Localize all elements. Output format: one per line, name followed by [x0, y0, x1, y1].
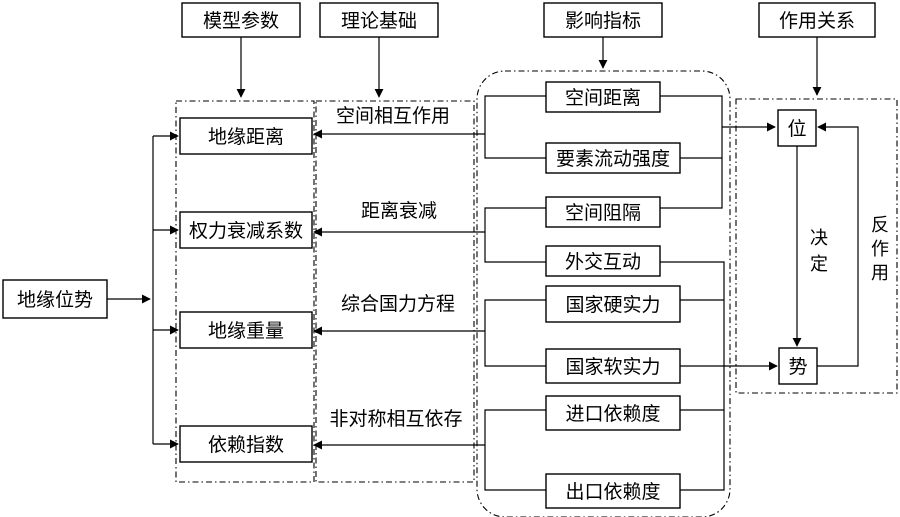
node-wei: 位: [777, 109, 817, 147]
bracket-pair-1: [484, 95, 546, 159]
svg-text:势: 势: [788, 356, 807, 378]
theory-distance-decay: 距离衰减: [361, 200, 437, 222]
theory-spatial-interaction: 空间相互作用: [336, 105, 450, 127]
svg-text:作用关系: 作用关系: [779, 10, 855, 32]
label-react-3: 用: [871, 263, 889, 284]
svg-text:进口依赖度: 进口依赖度: [565, 403, 660, 425]
svg-text:外交互动: 外交互动: [565, 251, 641, 273]
param-geo-distance: 地缘距离: [179, 117, 313, 155]
group-relation: [735, 98, 898, 394]
bracket-pair-4: [484, 409, 546, 491]
svg-text:出口依赖度: 出口依赖度: [565, 481, 660, 503]
node-shi: 势: [778, 347, 818, 385]
label-react-1: 反: [871, 215, 889, 236]
indicator-diplomatic-interaction: 外交互动: [545, 245, 661, 277]
right-connector-bottom: [660, 261, 725, 491]
param-dependency-index: 依赖指数: [179, 425, 313, 463]
indicator-spatial-barrier: 空间阻隔: [545, 196, 661, 228]
svg-text:空间距离: 空间距离: [565, 87, 641, 109]
group-theory-basis: [315, 100, 475, 483]
svg-text:位: 位: [787, 118, 806, 140]
group-impact-indicators: [476, 70, 731, 517]
bracket-pair-2: [484, 207, 546, 263]
param-power-decay: 权力衰减系数: [179, 211, 313, 249]
right-connector-top: [660, 95, 723, 209]
svg-text:地缘位势: 地缘位势: [17, 289, 93, 311]
label-decide-1: 决: [810, 228, 828, 249]
indicator-import-dependency: 进口依赖度: [545, 395, 681, 431]
header-impact-indicators: 影响指标: [543, 2, 663, 38]
svg-text:空间阻隔: 空间阻隔: [565, 202, 641, 224]
svg-text:国家硬实力: 国家硬实力: [565, 294, 660, 316]
header-model-params: 模型参数: [181, 2, 301, 38]
svg-text:影响指标: 影响指标: [565, 10, 641, 32]
svg-text:地缘重量: 地缘重量: [208, 320, 284, 342]
svg-text:国家软实力: 国家软实力: [565, 356, 660, 378]
indicator-factor-flow: 要素流动强度: [545, 142, 681, 174]
source-geo-potential: 地缘位势: [2, 279, 108, 319]
label-react-2: 作: [871, 239, 889, 260]
indicator-spatial-distance: 空间距离: [545, 81, 661, 113]
indicator-hard-power: 国家硬实力: [545, 285, 681, 323]
param-geo-weight: 地缘重量: [179, 311, 313, 349]
svg-text:依赖指数: 依赖指数: [208, 434, 284, 456]
arrow-reaction: [817, 122, 859, 367]
svg-text:要素流动强度: 要素流动强度: [556, 148, 670, 170]
group-model-params: [175, 100, 315, 483]
theory-national-power: 综合国力方程: [341, 293, 455, 315]
svg-text:模型参数: 模型参数: [203, 10, 279, 32]
theory-asymmetric-interdependence: 非对称相互依存: [329, 408, 462, 430]
label-decide-2: 定: [810, 254, 828, 275]
svg-text:理论基础: 理论基础: [341, 10, 417, 32]
header-theory-basis: 理论基础: [319, 2, 439, 38]
indicator-export-dependency: 出口依赖度: [545, 473, 681, 509]
indicator-soft-power: 国家软实力: [545, 348, 681, 384]
svg-text:权力衰减系数: 权力衰减系数: [189, 220, 303, 242]
bracket-pair-3: [484, 299, 546, 367]
svg-text:地缘距离: 地缘距离: [208, 126, 284, 148]
header-relation: 作用关系: [758, 2, 876, 38]
